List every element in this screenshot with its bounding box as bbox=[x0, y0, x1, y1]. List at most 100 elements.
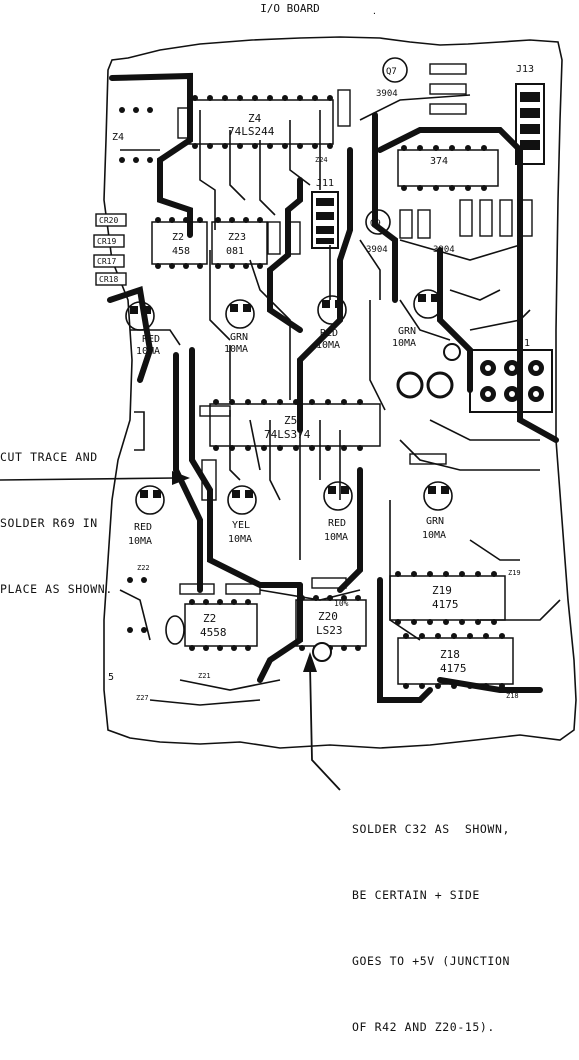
z18-ref: Z18 bbox=[440, 648, 460, 661]
svg-text:YEL: YEL bbox=[232, 520, 250, 531]
solder-c32-line-2: BE CERTAIN + SIDE bbox=[352, 888, 480, 902]
svg-text:10MA: 10MA bbox=[128, 536, 152, 547]
diode-cr18: CR18 bbox=[95, 272, 127, 286]
svg-text:10MA: 10MA bbox=[392, 338, 416, 349]
solder-c32-line-3: GOES TO +5V (JUNCTION bbox=[352, 954, 510, 968]
z4-ref: Z4 bbox=[248, 112, 262, 125]
svg-text:GRN: GRN bbox=[230, 332, 248, 343]
led-grn-2: GRN 10MA bbox=[392, 289, 443, 349]
transistor-pair bbox=[396, 343, 461, 399]
cut-trace-line-2: SOLDER R69 IN bbox=[0, 516, 98, 530]
resistor-bank bbox=[177, 63, 533, 595]
capacitor-c32 bbox=[165, 615, 332, 662]
io-board-schematic: I/O BOARD . bbox=[0, 2, 577, 791]
left-5-label: 5 bbox=[108, 672, 114, 683]
led-yel: YEL 10MA bbox=[227, 485, 257, 545]
cut-trace-leader bbox=[0, 471, 190, 485]
z23-part: 081 bbox=[226, 246, 244, 257]
chip-z23: Z23 081 bbox=[211, 221, 268, 265]
chip-z18: Z18 4175 bbox=[397, 637, 514, 685]
z19-ref: Z19 bbox=[432, 584, 452, 597]
z20-ref: Z20 bbox=[318, 610, 338, 623]
svg-text:10MA: 10MA bbox=[136, 346, 160, 357]
cut-trace-note: CUT TRACE AND SOLDER R69 IN PLACE AS SHO… bbox=[0, 402, 113, 622]
z22-tag: Z22 bbox=[137, 564, 150, 572]
svg-text:10MA: 10MA bbox=[324, 532, 348, 543]
led-red-1: RED 10MA bbox=[125, 301, 160, 357]
left-z4-label: Z4 bbox=[112, 132, 124, 143]
svg-text:RED: RED bbox=[320, 328, 338, 339]
svg-text:10MA: 10MA bbox=[316, 340, 340, 351]
svg-text:RED: RED bbox=[328, 518, 346, 529]
z18-part: 4175 bbox=[440, 662, 467, 675]
z18-tag: Z18 bbox=[506, 692, 519, 700]
z2-ref: Z2 bbox=[172, 232, 184, 243]
z22-part: 4558 bbox=[200, 626, 227, 639]
connector-j11: J11 bbox=[311, 178, 339, 249]
signal-traces bbox=[119, 94, 561, 706]
chip-z19: Z19 4175 bbox=[389, 575, 506, 621]
cut-trace-line-3: PLACE AS SHOWN. bbox=[0, 582, 113, 596]
chip-z4: Z4 74LS244 bbox=[187, 99, 334, 145]
chip-z20: Z20 LS23 bbox=[295, 599, 367, 647]
svg-text:CR17: CR17 bbox=[97, 257, 116, 266]
left-bracket bbox=[134, 411, 145, 451]
pct-label: 10% bbox=[334, 599, 349, 608]
solder-c32-line-1: SOLDER C32 AS SHOWN, bbox=[352, 822, 510, 836]
svg-text:10MA: 10MA bbox=[228, 534, 252, 545]
transistor-q9: Q9 bbox=[365, 209, 391, 235]
chip-z22: Z2 4558 bbox=[184, 603, 258, 647]
svg-text:Q7: Q7 bbox=[386, 67, 397, 77]
chip-z5: Z5 74LS374 bbox=[209, 403, 381, 447]
chip-top-right: 374 bbox=[397, 149, 499, 187]
z5-ref: Z5 bbox=[284, 414, 297, 427]
heavy-traces bbox=[107, 72, 559, 703]
svg-text:10MA: 10MA bbox=[224, 344, 248, 355]
ic-pin-pads bbox=[119, 95, 505, 689]
solder-c32-leader bbox=[303, 652, 341, 791]
svg-text:RED: RED bbox=[142, 334, 160, 345]
led-grn-3: GRN 10MA bbox=[422, 481, 453, 541]
led-red-2: RED 10MA bbox=[316, 295, 347, 351]
diode-cr20: CR20 bbox=[95, 213, 127, 227]
connector-j13: J13 bbox=[515, 64, 545, 165]
transistor-3904-a: 3904 bbox=[376, 89, 398, 99]
z27-label: Z27 bbox=[136, 694, 149, 702]
top-right-chip-text: 374 bbox=[430, 156, 448, 167]
j11-label: J11 bbox=[316, 178, 334, 189]
led-red-4: RED 10MA bbox=[323, 481, 353, 543]
svg-text:10MA: 10MA bbox=[422, 530, 446, 541]
z22-ref: Z2 bbox=[203, 612, 216, 625]
board-outline bbox=[103, 36, 577, 749]
z19-tag: Z19 bbox=[508, 569, 521, 577]
svg-text:RED: RED bbox=[134, 522, 152, 533]
svg-text:GRN: GRN bbox=[426, 516, 444, 527]
cut-trace-line-1: CUT TRACE AND bbox=[0, 450, 98, 464]
z23-ref: Z23 bbox=[228, 232, 246, 243]
svg-text:CR19: CR19 bbox=[97, 237, 116, 246]
diode-cr19: CR19 bbox=[93, 234, 125, 248]
led-grn-1: GRN 10MA bbox=[224, 299, 255, 355]
z21-label: Z21 bbox=[198, 672, 211, 680]
transistor-3904-b: 3904 bbox=[366, 245, 388, 255]
speck: . bbox=[372, 7, 377, 16]
chip-z2: Z2 458 bbox=[151, 221, 208, 265]
svg-text:CR20: CR20 bbox=[99, 216, 118, 225]
solder-c32-line-4: OF R42 AND Z20-15). bbox=[352, 1020, 495, 1034]
solder-c32-note: SOLDER C32 AS SHOWN, BE CERTAIN + SIDE G… bbox=[352, 774, 510, 1060]
z19-part: 4175 bbox=[432, 598, 459, 611]
diagram-title: I/O BOARD bbox=[260, 2, 320, 15]
transistor-q7: Q7 bbox=[382, 57, 408, 83]
z24-label: Z24 bbox=[315, 156, 328, 164]
connector-j1: J1 bbox=[469, 338, 553, 413]
j1-label: J1 bbox=[518, 338, 530, 349]
j13-label: J13 bbox=[516, 64, 534, 75]
svg-text:CR18: CR18 bbox=[99, 275, 118, 284]
z2-part: 458 bbox=[172, 246, 190, 257]
svg-text:GRN: GRN bbox=[398, 326, 416, 337]
transistor-3904-c: 3904 bbox=[433, 245, 455, 255]
z5-part: 74LS374 bbox=[264, 428, 311, 441]
svg-text:Q9: Q9 bbox=[370, 219, 381, 229]
z20-part: LS23 bbox=[316, 624, 343, 637]
led-red-3: RED 10MA bbox=[128, 485, 165, 547]
